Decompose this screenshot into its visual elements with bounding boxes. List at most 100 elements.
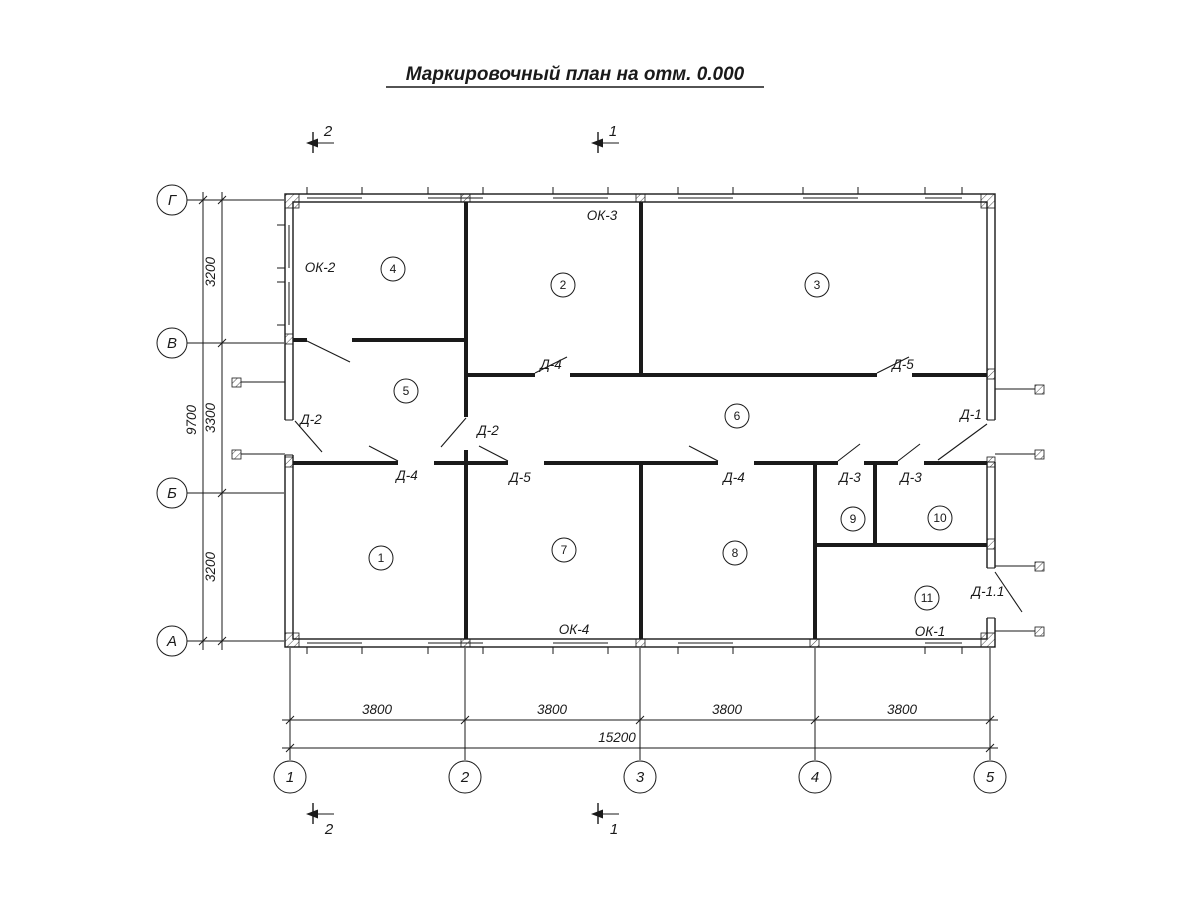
room-number-5: 5 (403, 384, 410, 398)
axis-bubble (448, 760, 482, 794)
column-axes: 1 2 3 4 5 (273, 648, 1007, 794)
section-mark-1-bottom: 1 (610, 821, 618, 838)
wall-junction (809, 638, 820, 648)
porch-column (1034, 626, 1045, 637)
room-bubble (722, 540, 748, 566)
row-axis-g: Г (168, 192, 178, 209)
door-label-d4-room8: Д-4 (721, 470, 745, 485)
windows-top-wall (306, 187, 963, 199)
dim-3800-4: 3800 (887, 702, 918, 717)
section-marks-bottom: 2 1 (306, 803, 619, 838)
door-label-d2-mid: Д-2 (475, 423, 499, 438)
corner-pier (284, 632, 300, 648)
porch-column (1034, 561, 1045, 572)
dim-tick (810, 715, 820, 725)
axis-bubble (798, 760, 832, 794)
axis-bubble (156, 625, 188, 657)
axis-bubble (156, 327, 188, 359)
horizontal-dimensions: 3800 3800 3800 3800 15200 (282, 702, 998, 753)
door-label-d1-1: Д-1.1 (970, 584, 1005, 599)
section-arrowhead (591, 138, 603, 148)
door-label-d5-top: Д-5 (890, 357, 914, 372)
section-mark-2-bottom: 2 (324, 821, 334, 838)
dim-tick (985, 715, 995, 725)
room-number-11: 11 (921, 591, 934, 605)
vertical-dimensions: 3200 3300 3200 9700 (184, 192, 227, 650)
window-label-ok3: ОК-3 (587, 208, 618, 223)
wall-junction (986, 368, 996, 380)
corner-pier (980, 193, 996, 209)
door-leaf-d4-top (534, 356, 568, 374)
door-label-d3-room10: Д-3 (898, 470, 922, 485)
room-number-9: 9 (850, 512, 857, 526)
room-number-1: 1 (378, 551, 385, 565)
dim-tick (635, 715, 645, 725)
dim-tick (217, 195, 227, 205)
door-leaf-d3-room9 (837, 443, 861, 462)
door-leaf-d5-room7 (478, 445, 509, 462)
room-bubble (393, 378, 419, 404)
axis-bubble (623, 760, 657, 794)
dim-tick (198, 195, 208, 205)
axis-bubble (973, 760, 1007, 794)
window-label-ok2: ОК-2 (305, 260, 336, 275)
door-leaf-d2-left (294, 420, 323, 453)
section-marks-top: 2 1 (306, 123, 619, 153)
room-bubble (927, 505, 953, 531)
dim-tick (460, 715, 470, 725)
dim-tick (285, 715, 295, 725)
dim-tick (198, 636, 208, 646)
door-opening-d2 (283, 420, 295, 455)
dim-3800-1: 3800 (362, 702, 393, 717)
section-arrowhead (306, 809, 318, 819)
dim-tick (285, 743, 295, 753)
door-label-d5-room7: Д-5 (507, 470, 531, 485)
room-number-2: 2 (560, 278, 567, 292)
axis-bubble (156, 184, 188, 216)
door-label-d4-top: Д-4 (538, 357, 562, 372)
porch-column (231, 377, 242, 388)
door-leaf-d4-room8 (688, 445, 719, 462)
room-number-10: 10 (933, 511, 947, 525)
room-bubble (551, 537, 577, 563)
building (231, 187, 1045, 654)
room-number-3: 3 (814, 278, 821, 292)
wall-junction (986, 456, 996, 468)
room-bubble (550, 272, 576, 298)
dim-tick (217, 488, 227, 498)
dim-3200-top: 3200 (203, 256, 218, 287)
dim-3800-2: 3800 (537, 702, 568, 717)
wall-junction (460, 638, 471, 648)
door-label-d4-room1: Д-4 (394, 468, 418, 483)
wall-junction (284, 456, 294, 468)
fixture-labels: ОК-2 ОК-3 ОК-4 ОК-1 Д-4 Д-5 Д-2 Д-2 Д-1 … (298, 208, 1004, 639)
wall-junction (284, 333, 294, 345)
door-opening-d1 (985, 420, 997, 462)
title-block: Маркировочный план на отм. 0.000 (386, 64, 764, 88)
door-leaf-d2-mid (440, 417, 467, 448)
wall-junction (986, 538, 996, 550)
room-bubble (840, 506, 866, 532)
room-bubble (804, 272, 830, 298)
room-number-7: 7 (561, 543, 568, 557)
page-title: Маркировочный план на отм. 0.000 (406, 64, 745, 85)
row-axis-a: А (166, 633, 177, 650)
col-axis-1: 1 (286, 769, 294, 786)
section-mark-2-top: 2 (323, 123, 333, 140)
corner-pier (980, 632, 996, 648)
dim-tick (985, 743, 995, 753)
interior-door-leaves (306, 340, 921, 462)
row-axis-b: Б (167, 485, 177, 502)
axis-bubble (156, 477, 188, 509)
room-number-8: 8 (732, 546, 739, 560)
wall-hatching (284, 193, 996, 648)
porch-column (1034, 449, 1045, 460)
door-leaf-d5-top (876, 356, 910, 374)
section-mark-1-top: 1 (609, 123, 617, 140)
room-bubble (914, 585, 940, 611)
wall-junction (460, 193, 471, 203)
row-axis-v: В (167, 335, 177, 352)
door-leaf-d4-room1 (368, 445, 399, 462)
